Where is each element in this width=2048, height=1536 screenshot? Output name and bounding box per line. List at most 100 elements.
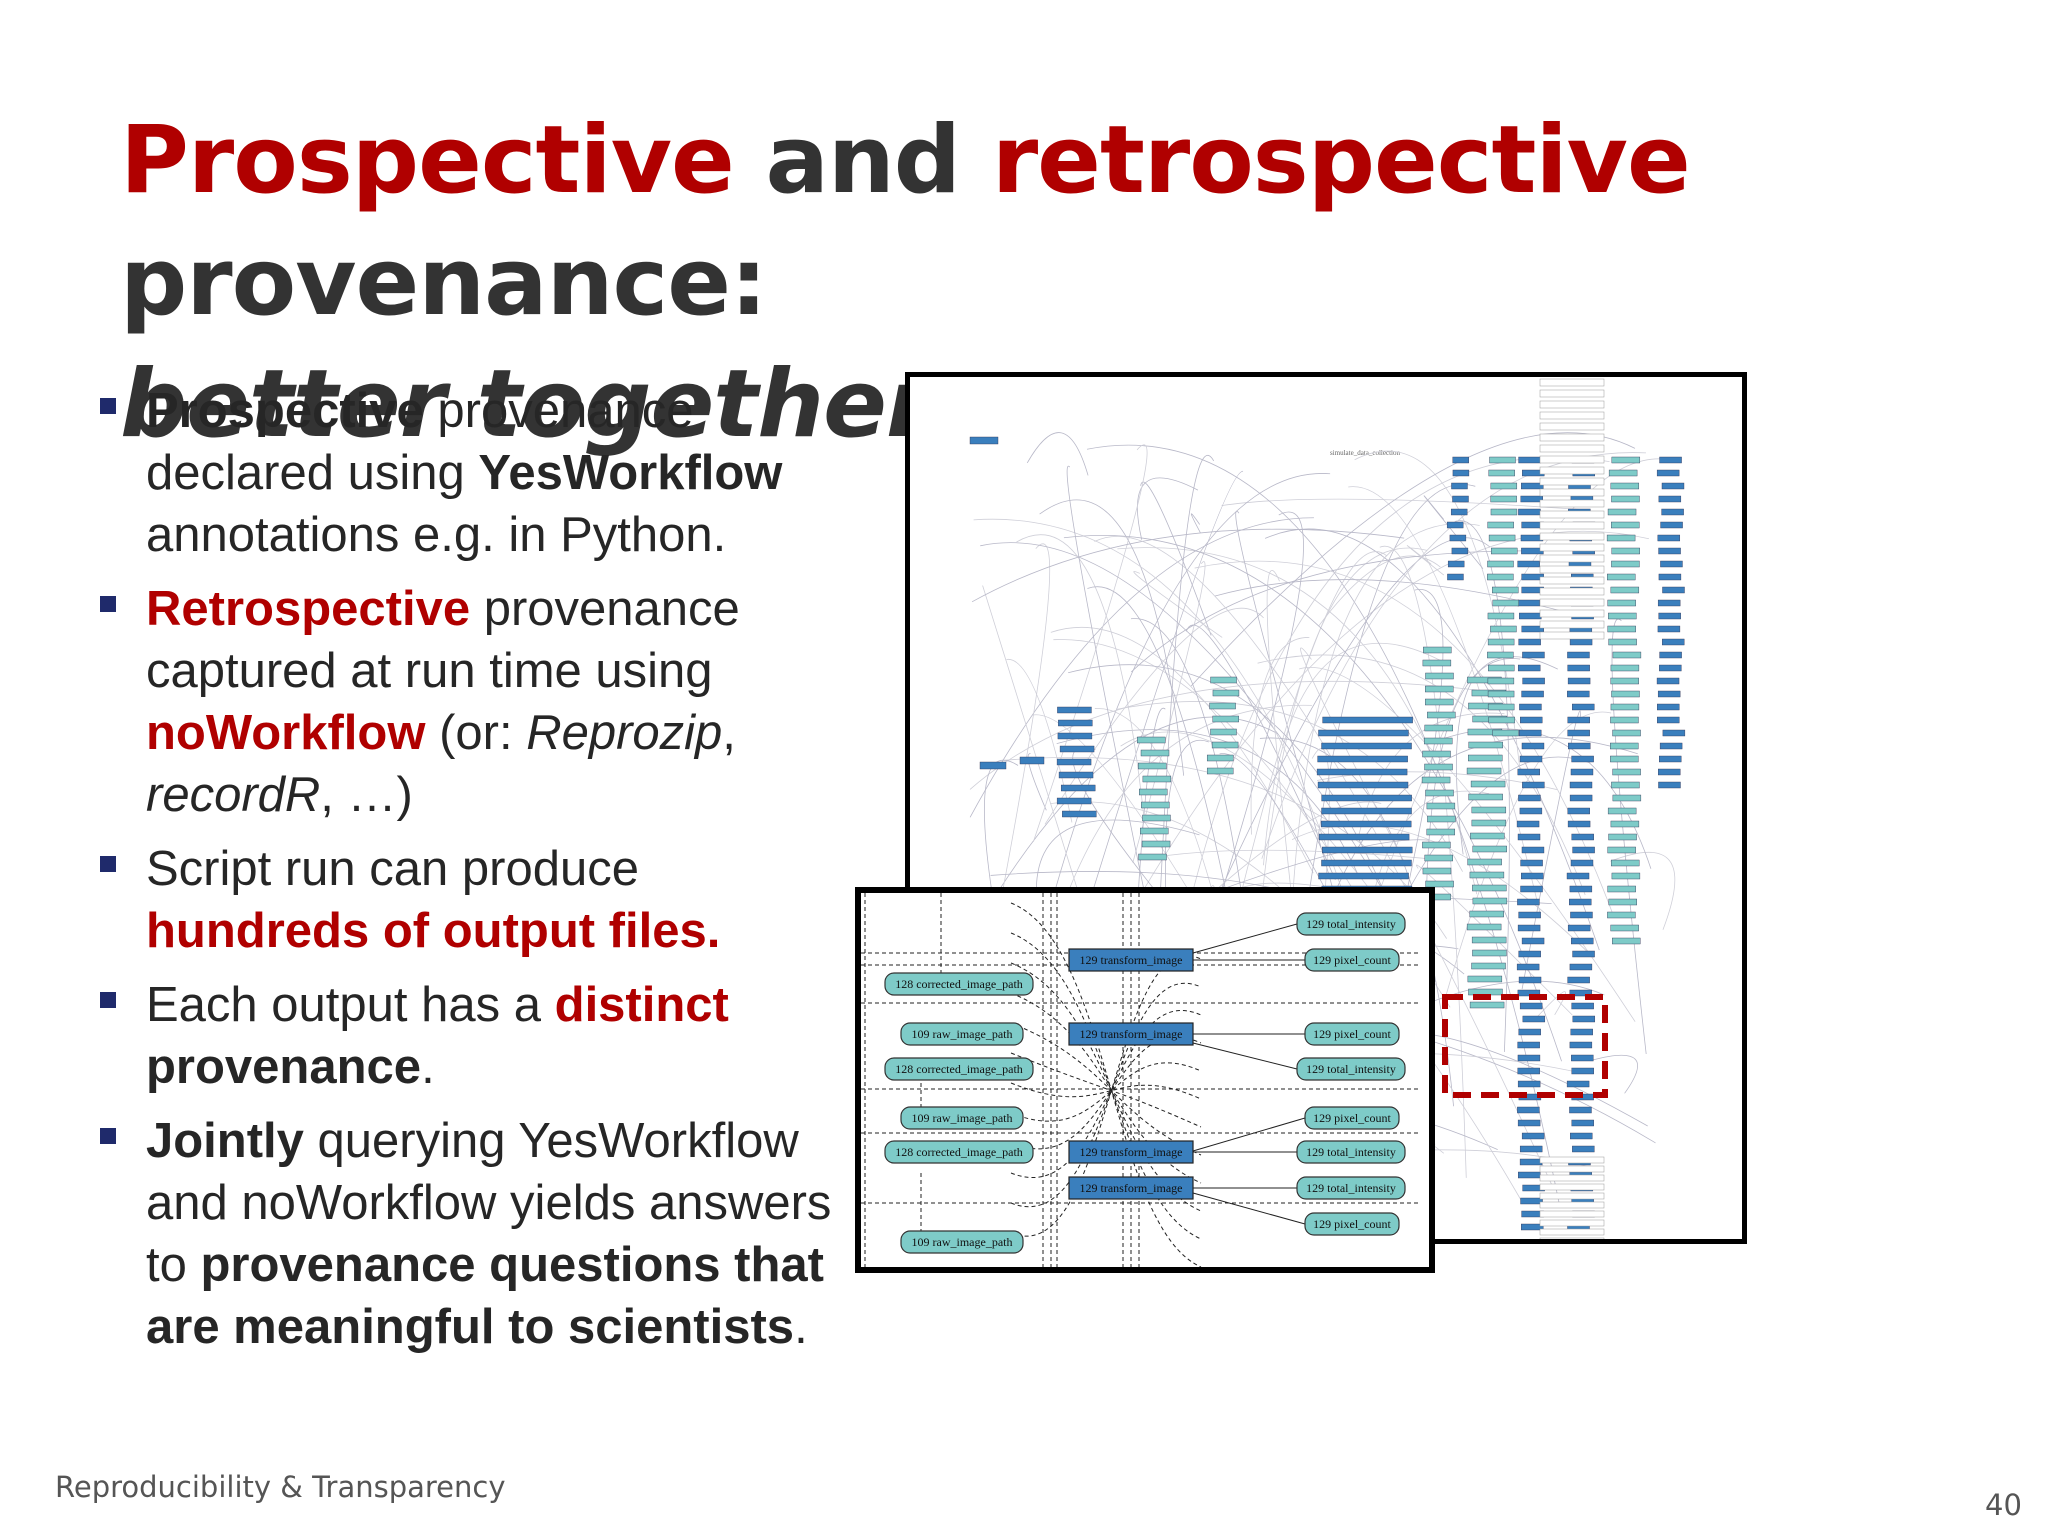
svg-text:128 corrected_image_path: 128 corrected_image_path bbox=[895, 1145, 1023, 1159]
overview-node bbox=[1611, 521, 1640, 529]
overview-node bbox=[1318, 872, 1409, 880]
overview-node bbox=[1607, 573, 1636, 581]
overview-node bbox=[1321, 859, 1412, 867]
overview-file-node bbox=[1539, 1228, 1605, 1236]
overview-node bbox=[1569, 794, 1593, 802]
overview-node bbox=[1452, 469, 1470, 477]
bullet-list: Prospective provenance declared using Ye… bbox=[98, 380, 858, 1370]
bullet-2-keyword: Retrospective bbox=[146, 582, 471, 636]
overview-node bbox=[1472, 884, 1507, 892]
overview-node bbox=[1423, 646, 1452, 654]
overview-node bbox=[1657, 599, 1681, 607]
overview-node bbox=[1210, 728, 1237, 736]
overview-node bbox=[1487, 703, 1515, 711]
overview-node bbox=[1141, 801, 1170, 809]
overview-node bbox=[1572, 846, 1595, 854]
svg-text:129 pixel_count: 129 pixel_count bbox=[1313, 1027, 1391, 1041]
overview-node bbox=[1611, 872, 1641, 880]
overview-node bbox=[1518, 1171, 1541, 1179]
overview-node bbox=[1518, 638, 1541, 646]
overview-node bbox=[1425, 880, 1454, 888]
overview-node bbox=[1517, 1119, 1541, 1127]
overview-node bbox=[1567, 651, 1590, 659]
overview-node bbox=[1658, 781, 1681, 789]
bullet-2-text2: (or: bbox=[425, 706, 527, 760]
overview-node bbox=[1571, 1054, 1594, 1062]
overview-node bbox=[1142, 775, 1172, 783]
overview-node bbox=[1490, 625, 1517, 633]
overview-edge bbox=[1611, 618, 1647, 1055]
overview-node bbox=[1490, 482, 1518, 490]
overview-node bbox=[1488, 469, 1515, 477]
overview-node bbox=[1657, 716, 1680, 724]
overview-node bbox=[1608, 469, 1638, 477]
overview-node bbox=[1657, 703, 1680, 711]
zoom-left-node: 109 raw_image_path bbox=[900, 1230, 1024, 1254]
bullet-5-text1: querying YesWorkflow and noWorkflow yiel… bbox=[146, 1114, 832, 1292]
overview-node bbox=[1517, 1080, 1541, 1088]
overview-node bbox=[1487, 560, 1514, 568]
overview-edge bbox=[1035, 819, 1200, 896]
overview-node bbox=[1487, 573, 1514, 581]
overview-node bbox=[1607, 911, 1636, 919]
overview-node bbox=[1569, 1106, 1592, 1114]
overview-node bbox=[1056, 758, 1092, 766]
zoom-edge bbox=[1010, 1052, 1202, 1128]
overview-node bbox=[1470, 780, 1506, 788]
overview-edge bbox=[1257, 654, 1586, 896]
overview-node bbox=[1469, 871, 1505, 879]
zoom-edge bbox=[1192, 1192, 1306, 1225]
overview-edge bbox=[1027, 753, 1047, 811]
overview-file-node bbox=[1539, 1219, 1605, 1227]
overview-node bbox=[1451, 482, 1468, 490]
overview-node bbox=[1467, 975, 1503, 983]
overview-node bbox=[1657, 690, 1681, 698]
overview-node bbox=[1521, 937, 1545, 945]
overview-node bbox=[1572, 703, 1595, 711]
overview-node bbox=[1427, 815, 1456, 823]
overview-node bbox=[1140, 749, 1170, 757]
overview-node bbox=[1607, 807, 1637, 815]
overview-node bbox=[1489, 456, 1516, 464]
overview-node bbox=[1612, 729, 1641, 737]
overview-node bbox=[969, 436, 999, 445]
overview-node bbox=[1661, 638, 1685, 646]
overview-node bbox=[1137, 736, 1166, 744]
overview-node bbox=[1607, 508, 1637, 516]
overview-node bbox=[1567, 664, 1590, 672]
overview-node bbox=[1422, 841, 1451, 849]
zoom-edge bbox=[1010, 962, 1202, 1212]
overview-node bbox=[1517, 599, 1541, 607]
zoom-edge bbox=[1010, 983, 1202, 1207]
overview-node bbox=[1611, 547, 1640, 555]
overview-graph-label: simulate_data_collection bbox=[1330, 449, 1400, 457]
overview-node bbox=[1610, 755, 1639, 763]
svg-text:129 transform_image: 129 transform_image bbox=[1080, 1181, 1183, 1195]
zoomed-provenance-graph: 128 corrected_image_path 109 raw_image_p… bbox=[855, 887, 1435, 1273]
overview-node bbox=[1522, 677, 1545, 685]
bullet-square-icon bbox=[100, 992, 116, 1008]
overview-node bbox=[1657, 534, 1681, 542]
overview-node bbox=[1607, 599, 1636, 607]
overview-edge bbox=[1185, 624, 1336, 880]
overview-node bbox=[1607, 625, 1636, 633]
overview-node bbox=[1516, 963, 1540, 971]
bullet-4-text1: Each output has a bbox=[146, 978, 555, 1032]
overview-node bbox=[1471, 936, 1507, 944]
overview-node bbox=[1062, 810, 1097, 818]
overview-node bbox=[1521, 742, 1545, 750]
overview-file-node bbox=[1539, 1192, 1605, 1200]
zoom-right-node: 129 pixel_count bbox=[1304, 1106, 1400, 1130]
overview-node bbox=[1521, 625, 1544, 633]
svg-text:129 transform_image: 129 transform_image bbox=[1080, 1145, 1183, 1159]
overview-edge bbox=[969, 517, 1314, 818]
overview-node bbox=[1058, 771, 1094, 779]
overview-node bbox=[1487, 651, 1514, 659]
overview-node bbox=[1607, 885, 1636, 893]
overview-file-node bbox=[1539, 389, 1605, 398]
overview-node bbox=[1611, 781, 1640, 789]
bullet-1-yesworkflow: YesWorkflow bbox=[478, 446, 783, 500]
overview-node bbox=[1518, 729, 1542, 737]
overview-nodes bbox=[969, 378, 1686, 1245]
overview-node bbox=[1469, 1001, 1505, 1009]
